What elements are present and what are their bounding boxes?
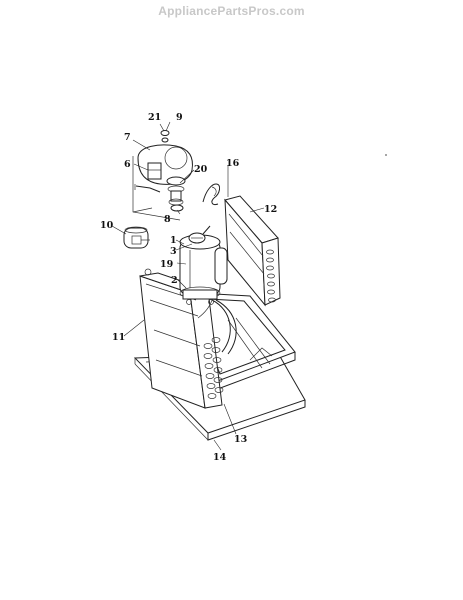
mounting-bracket-outline (132, 156, 181, 221)
callout-2: 2 (171, 275, 178, 286)
callout-12: 12 (264, 204, 277, 215)
terminal-cover-part[interactable] (188, 225, 211, 244)
callout-20: 20 (194, 164, 208, 175)
callout-7: 7 (124, 132, 131, 143)
callout-19: 19 (160, 259, 174, 270)
condenser-coil-part[interactable] (224, 195, 281, 307)
callout-14: 14 (213, 452, 227, 463)
callout-6: 6 (124, 159, 131, 170)
leader-lines (111, 121, 265, 451)
callout-16: 16 (226, 158, 240, 169)
mounting-grommet-part[interactable] (160, 130, 170, 143)
callout-13: 13 (234, 434, 247, 445)
callout-8: 8 (164, 214, 171, 225)
capillary-coil-part[interactable] (202, 183, 221, 205)
callout-9: 9 (176, 112, 183, 123)
overload-protector-part[interactable] (123, 226, 150, 249)
site-watermark: AppliancePartsPros.com (158, 4, 305, 18)
fan-motor-part[interactable] (134, 144, 193, 212)
callout-11: 11 (112, 332, 125, 343)
callout-1: 1 (170, 235, 177, 246)
callout-3: 3 (170, 246, 177, 257)
callout-labels: 21 9 7 6 20 16 8 12 10 1 3 19 2 11 13 14 (100, 112, 277, 463)
stray-dot (385, 154, 387, 156)
compressor-part[interactable] (179, 234, 228, 305)
callout-10: 10 (100, 220, 114, 231)
callout-21: 21 (148, 112, 161, 123)
tubing-part (197, 299, 237, 355)
